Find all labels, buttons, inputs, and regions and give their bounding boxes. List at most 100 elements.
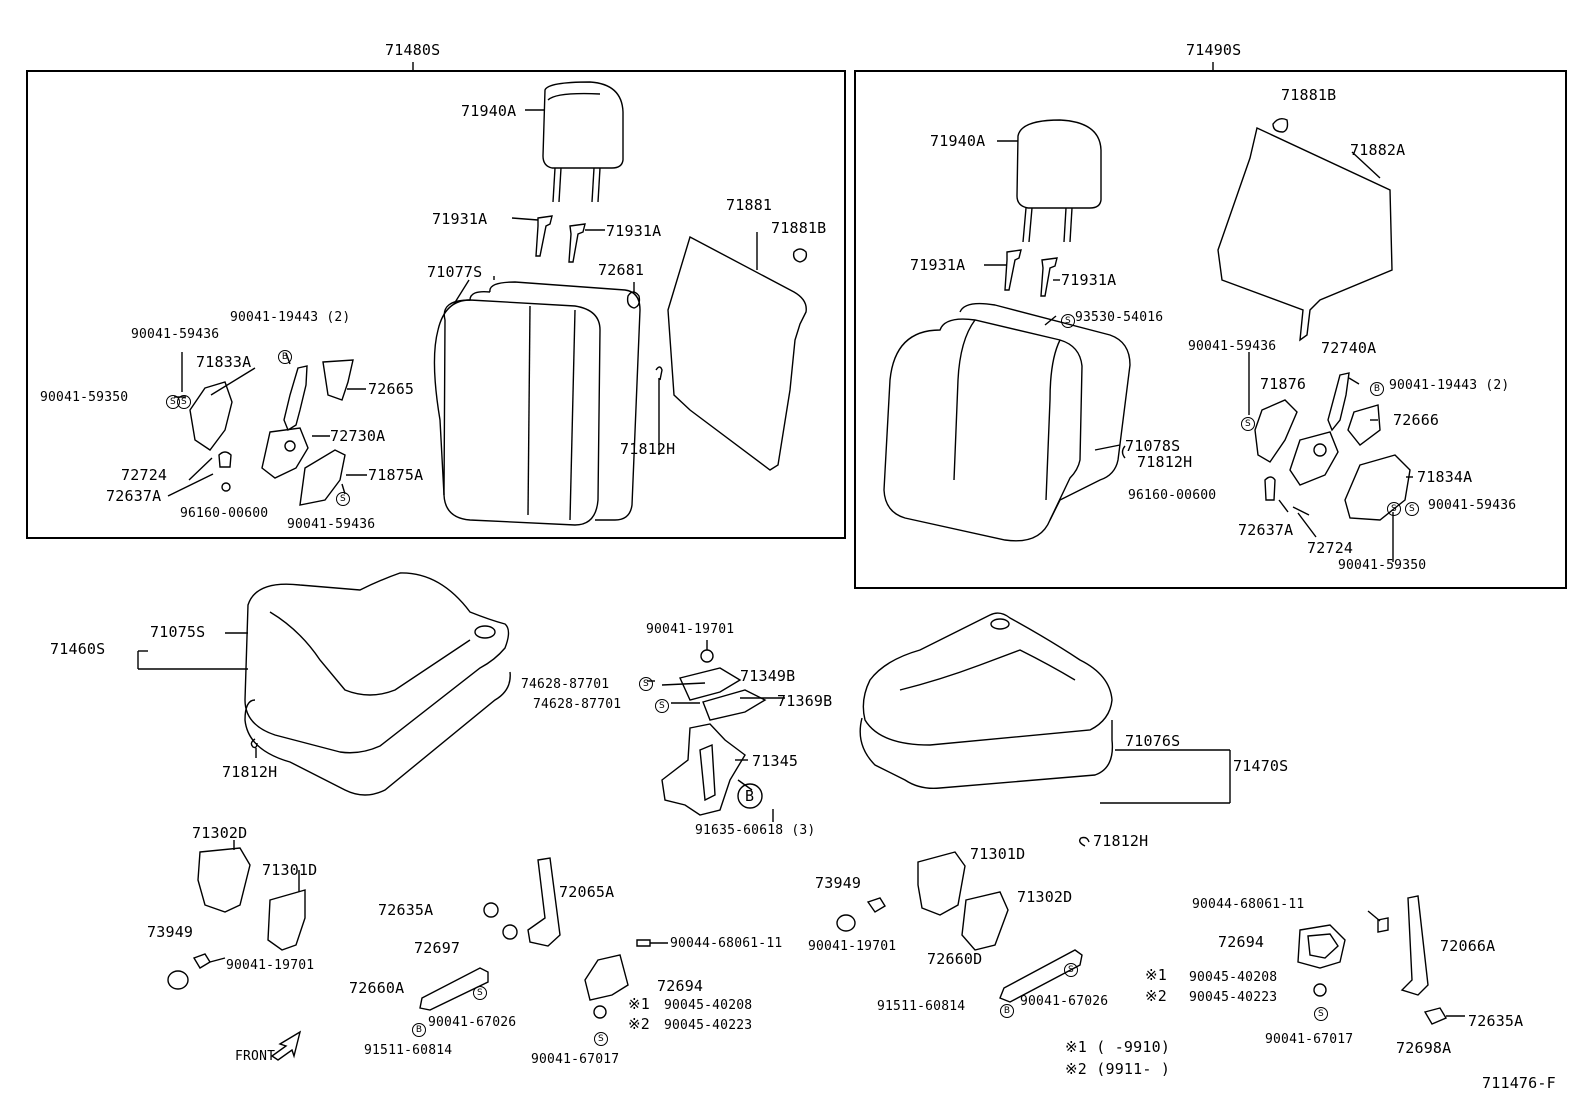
s-symbol: S [473,986,487,1000]
front-arrow-icon [270,1030,302,1061]
label-bolt-67017-mid: 90041-67017 [531,1052,620,1067]
label-bolt-60618: 91635-60618 (3) [695,823,816,838]
label-bolt-59350-left: 90041-59350 [40,390,129,405]
belt-72066a [1400,895,1429,996]
label-guide-left-b: 71931A [606,222,662,240]
s-symbol: S [1064,963,1078,977]
b-symbol: B [278,350,292,364]
label-screw-93530: 93530-54016 [1075,310,1164,325]
label-cover-72666: 72666 [1393,411,1440,429]
label-cap-73949-right: 73949 [815,874,862,892]
center-frame [661,640,767,816]
note-1-range: ※1 ( -9910) [1065,1038,1171,1056]
label-72635a-right: 72635A [1468,1012,1524,1030]
label-belt-72660d: 72660D [927,950,983,968]
label-bracket-71302d-right: 71302D [1017,888,1073,906]
label-hinge-72730a: 72730A [330,427,386,445]
label-72697: 72697 [414,939,461,957]
note-symbol-1-right: ※1 [1145,966,1167,984]
guide-left-b [568,223,586,263]
s-symbol: S [336,492,350,506]
label-pin-72724-right: 72724 [1307,539,1354,557]
label-hook-right: 71812H [1137,453,1193,471]
label-cushion-assy-right: 71470S [1233,757,1289,775]
label-hook-cushion-right: 71812H [1093,832,1149,850]
label-guide-right-b: 71931A [1061,271,1117,289]
label-clip-right: 71881B [1281,86,1337,104]
s-symbol: S [655,699,669,713]
cushion-right [859,612,1114,790]
note-2-range: ※2 (9911- ) [1065,1060,1171,1078]
label-cap-73949-left: 73949 [147,923,194,941]
s-symbol: S [1405,502,1419,516]
label-bolt-59436-right-b: 90041-59436 [1428,498,1517,513]
label-bolt-60814-mid: 91511-60814 [364,1043,453,1058]
board-left [667,235,807,471]
label-bracket-71302d-left: 71302D [192,824,248,842]
s-symbol: S [1241,417,1255,431]
label-seatback-left: 71077S [427,263,483,281]
label-guide-left-a: 71931A [432,210,488,228]
headrest-left [542,81,624,203]
label-bolt-67017-right: 90041-67017 [1265,1032,1354,1047]
label-bolt-67026-mid: 90041-67026 [428,1015,517,1030]
label-nut-72681: 72681 [598,261,645,279]
label-bolt-59350-right: 90041-59350 [1338,558,1427,573]
guide-left-a [535,215,553,257]
board-right [1217,127,1393,342]
right-assembly-box [854,70,1567,589]
label-headrest-right: 71940A [930,132,986,150]
label-hook-cushion-left: 71812H [222,763,278,781]
s-symbol: S [1387,502,1401,516]
label-bolt-19443-left: 90041-19443 (2) [230,310,351,325]
label-belt-72065a: 72065A [559,883,615,901]
left-assembly-box [26,70,846,539]
label-72635a-mid: 72635A [378,901,434,919]
clip-left [792,248,808,263]
label-bolt-40223-right: 90045-40223 [1189,990,1278,1005]
label-pin-72724-left: 72724 [121,466,168,484]
label-cushion-assy-left: 71460S [50,640,106,658]
label-hinge-72740a: 72740A [1321,339,1377,357]
bracket-71302d-r [961,891,1009,951]
b-symbol: B [1000,1004,1014,1018]
cover-71875a [299,449,346,506]
s-symbol: S [1314,1007,1328,1021]
label-clip-96160-left: 96160-00600 [180,506,269,521]
front-label: FRONT [235,1049,276,1064]
label-screw-87701-a: 74628-87701 [521,677,610,692]
bracket-71301d [267,889,306,951]
label-board-right: 71882A [1350,141,1406,159]
label-bracket-72694-right: 72694 [1218,933,1265,951]
label-cover-71876: 71876 [1260,375,1307,393]
label-plate-72637a-right: 72637A [1238,521,1294,539]
label-bolt-40208-right: 90045-40208 [1189,970,1278,985]
hinge-72730a [261,427,309,479]
label-belt-72066a: 72066A [1440,937,1496,955]
label-bolt-40223-mid: 90045-40223 [664,1018,753,1033]
belt-72660a [419,967,489,1011]
bracket-72694 [584,954,629,1001]
label-hook-71812h-left: 71812H [620,440,676,458]
label-cover-71834a: 71834A [1417,468,1473,486]
seatback-left [433,276,641,526]
label-bracket-72694-mid: 72694 [657,977,704,995]
belt-72065a [527,857,561,947]
cover-71876 [1254,399,1298,463]
figure-number: 711476-F [1482,1074,1556,1092]
b-symbol: B [412,1023,426,1037]
plate-72637a-right [1264,476,1276,501]
hinge-72740a [1289,431,1339,486]
s-symbol: S [594,1032,608,1046]
note-symbol-1-mid: ※1 [628,995,650,1013]
label-guide-right-a: 71931A [910,256,966,274]
label-b-marker: B [745,787,755,805]
label-clip-left: 71881B [771,219,827,237]
label-cover-72665: 72665 [368,380,415,398]
label-cover-71833a: 71833A [196,353,252,371]
label-cushion-right: 71076S [1125,732,1181,750]
hinge-arm [283,365,308,432]
plate-72637a [218,451,232,468]
label-bracket-71301d-right: 71301D [970,845,1026,863]
